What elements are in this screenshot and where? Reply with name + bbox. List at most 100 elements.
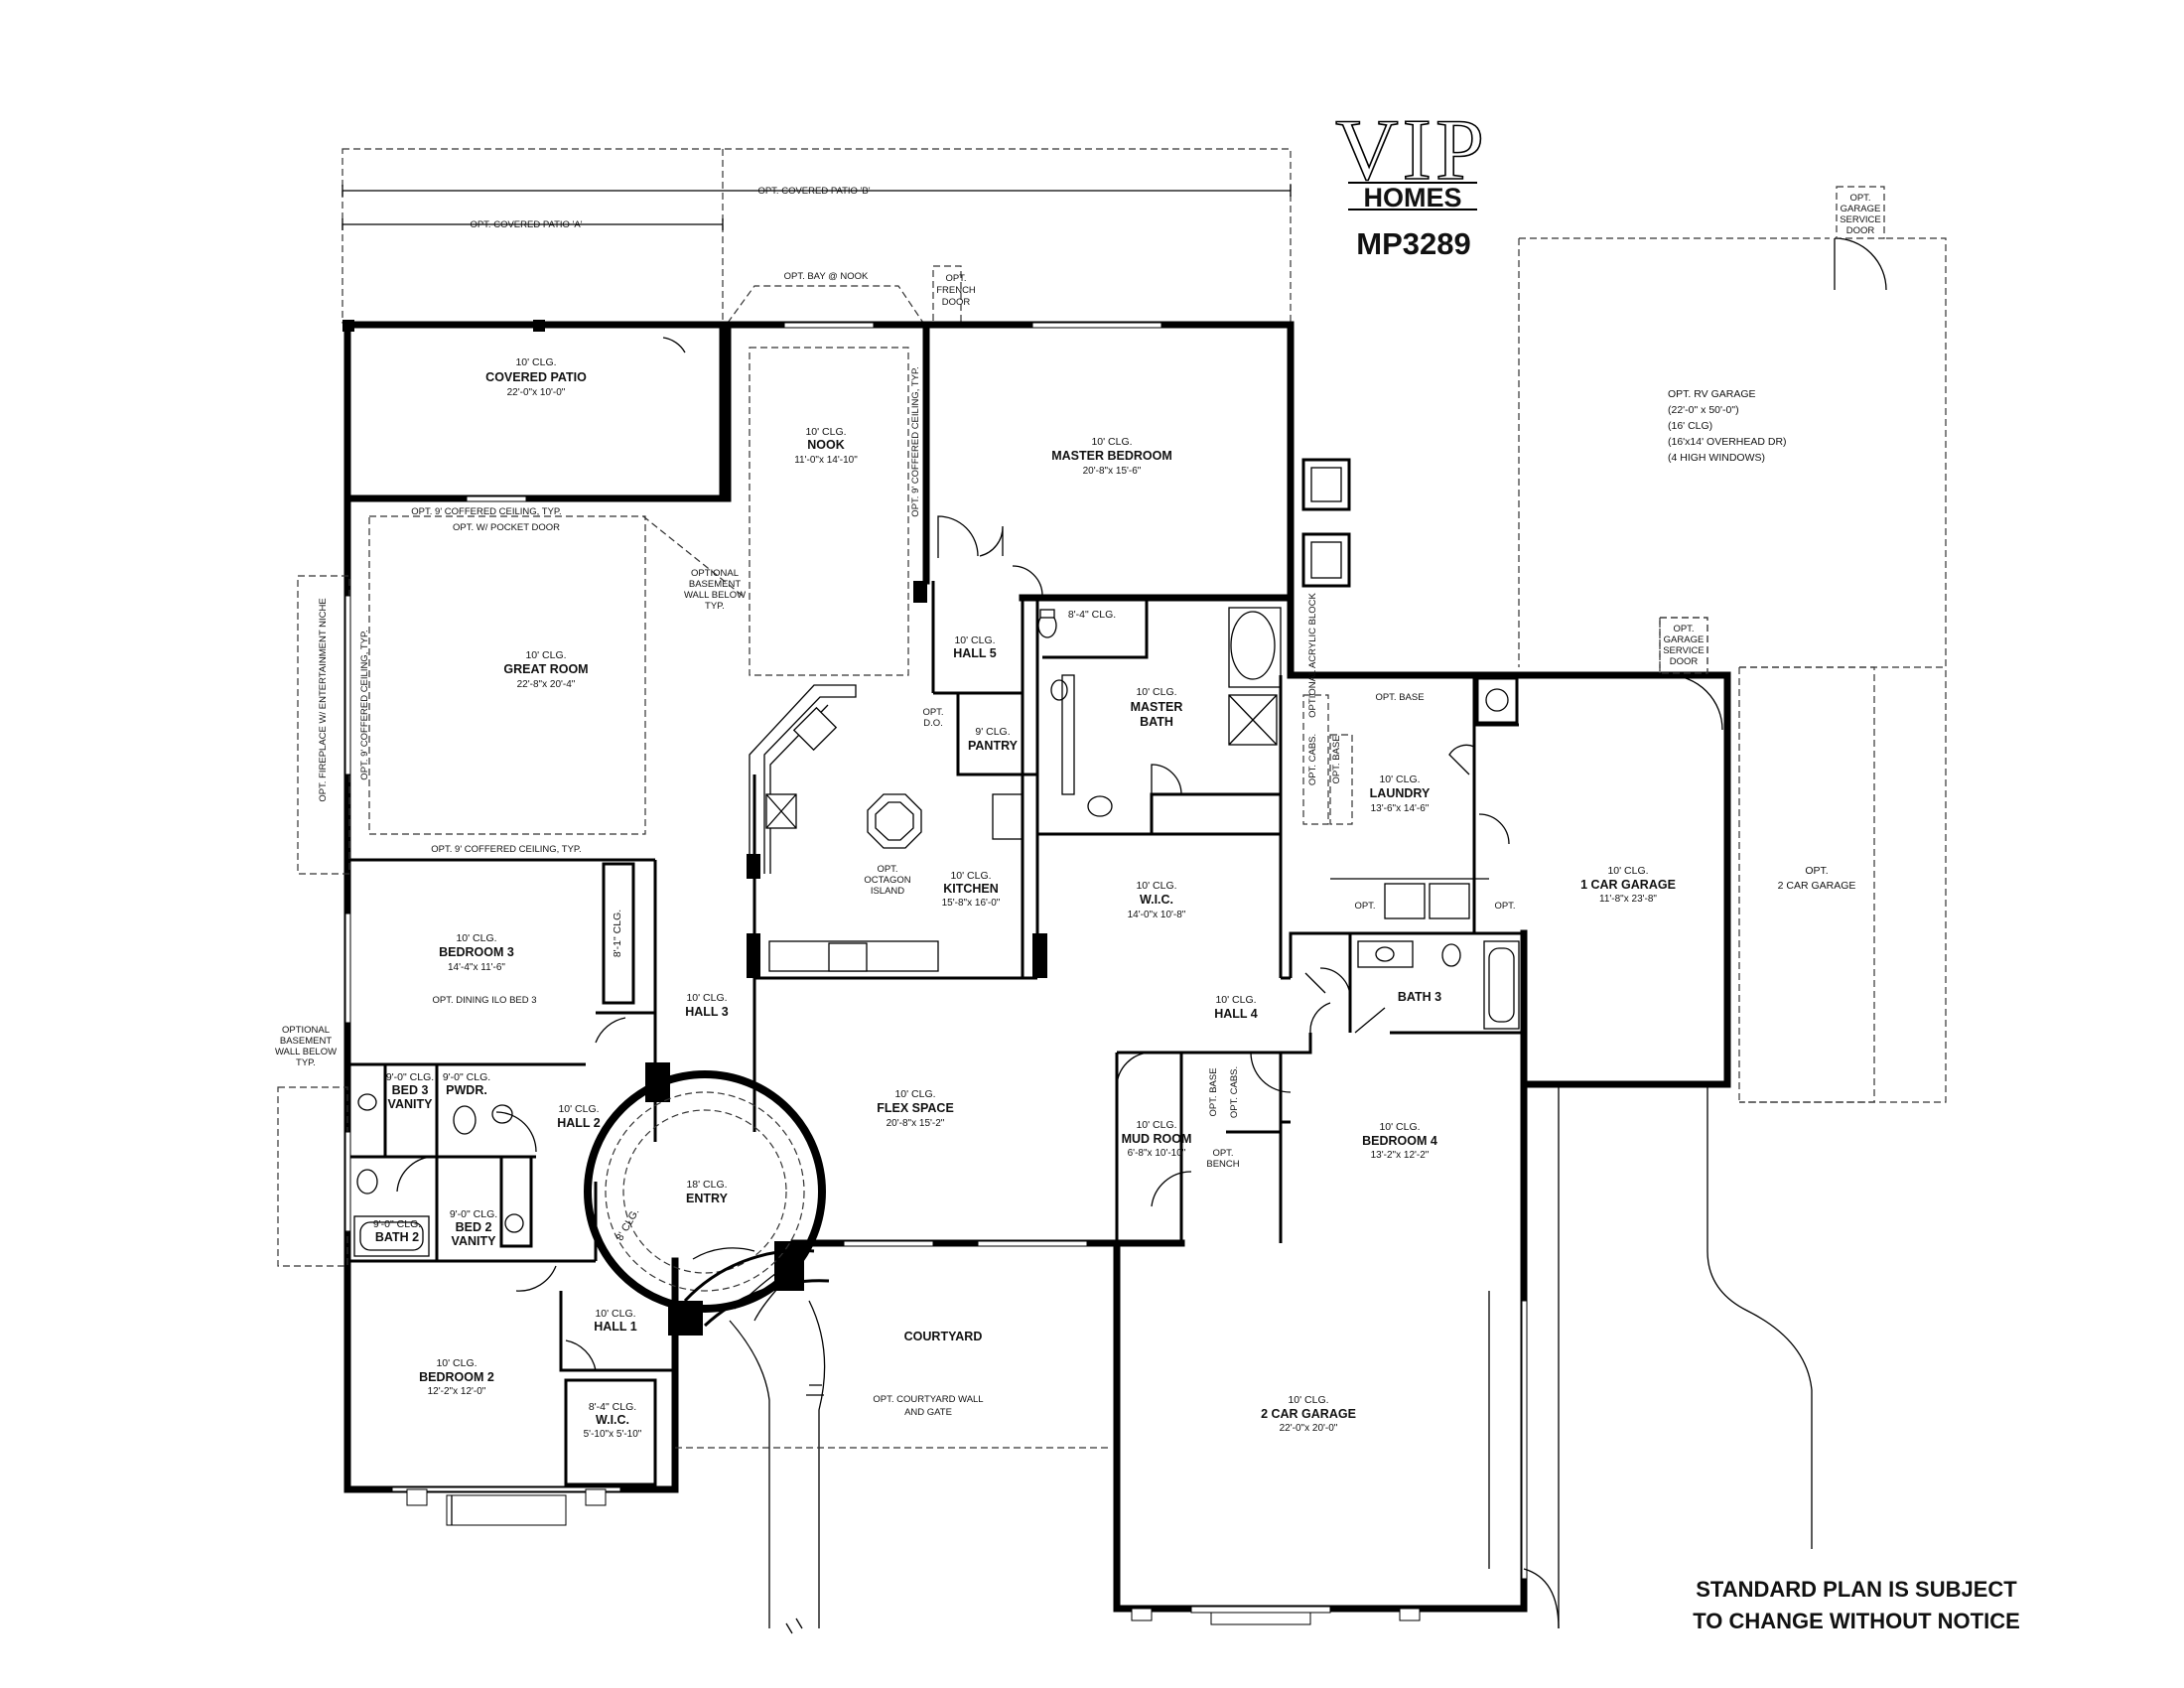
rv-garage-l2: (22'-0" x 50'-0") [1668,404,1739,416]
opt-base-2-note: OPT. BASE [1331,735,1342,783]
opt-base-note: OPT. BASE [1375,692,1424,703]
flex-space-name: FLEX SPACE [877,1101,954,1115]
garage2-name: 2 CAR GARAGE [1261,1407,1356,1421]
opt-cabs-note: OPT. CABS. [1307,734,1318,785]
rv-service-door-l2: GARAGE [1841,204,1881,214]
closet-b3-clg: 8'-1" CLG. [612,910,623,957]
hall2-clg: 10' CLG. [558,1103,599,1115]
brand-sub-text: HOMES [1363,183,1461,212]
courtyard-wall-l2: AND GATE [904,1407,952,1418]
coffered-top-note: OPT. 9' COFFERED CEILING, TYP. [411,506,561,517]
master-bedroom-clg: 10' CLG. [1091,436,1132,448]
octagon-island [867,793,922,849]
mud-bench-l1: OPT. [1212,1148,1233,1159]
bedroom2-clg: 10' CLG. [436,1357,477,1369]
opt-french-door-l3: DOOR [942,297,971,308]
room-labels: 10' CLG. COVERED PATIO 22'-0"x 10'-0" 10… [373,356,1676,1440]
flex-space-clg: 10' CLG. [894,1088,935,1100]
bed2-vanity-name2: VANITY [452,1234,497,1248]
master-bath-name: MASTER [1131,700,1183,714]
opt-french-door-l2: FRENCH [936,285,976,296]
great-room-coffer [368,515,646,835]
opt-do-l2: D.O. [923,718,943,729]
dining-ilo-bed3: OPT. DINING ILO BED 3 [432,995,536,1006]
opt-2car-l2: 2 CAR GARAGE [1778,880,1856,892]
optional-patio-outline [341,148,1292,324]
great-room-dim: 22'-8"x 20'-4" [517,679,576,690]
laundry-clg: 10' CLG. [1379,774,1420,785]
sink-icon-2 [1087,795,1113,817]
plan-number: MP3289 [1356,226,1470,261]
tub-icon [1230,611,1276,680]
opt-2-note: OPT. [1494,901,1515,912]
opt-2car-l1: OPT. [1805,865,1828,877]
covered-patio-clg: 10' CLG. [515,356,556,368]
entry-sub-clg: 8' CLG. [614,1206,641,1243]
master-bedroom-name: MASTER BEDROOM [1051,449,1172,463]
option-notes: OPT. 9' COFFERED CEILING, TYP. OPT. W/ P… [275,366,1708,1170]
bath2-name: BATH 2 [375,1230,419,1244]
great-room-name: GREAT ROOM [503,662,588,676]
nook-coffer [749,347,909,676]
mud-base-note: OPT. BASE [1208,1067,1219,1116]
wic-master-clg: 10' CLG. [1136,880,1176,892]
nook-clg: 10' CLG. [805,426,846,438]
bed2-vanity-clg: 9'-0" CLG. [450,1208,497,1220]
pwdr-name: PWDR. [446,1083,487,1097]
opt-covered-patio-a-label: OPT. COVERED PATIO 'A' [470,219,582,230]
courtyard-name: COURTYARD [904,1330,983,1343]
rv-garage-l3: (16' CLG) [1668,420,1712,432]
courtyard-wall-l1: OPT. COURTYARD WALL [873,1394,983,1405]
master-bath-clg: 10' CLG. [1136,686,1176,698]
pantry-name: PANTRY [968,739,1019,753]
mud-room-clg: 10' CLG. [1136,1119,1176,1131]
opt-french-door-l1: OPT. [945,273,966,284]
mud-room-name: MUD ROOM [1122,1132,1192,1146]
master-bath-name2: BATH [1140,715,1173,729]
great-room-clg: 10' CLG. [525,649,566,661]
hall3-clg: 10' CLG. [686,992,727,1004]
kitchen-counters [749,684,1024,972]
opt-rv-garage-outline [1518,186,1947,1103]
bed2-vanity-name: BED 2 [456,1220,492,1234]
garage1-name: 1 CAR GARAGE [1580,878,1676,892]
notice-line2: TO CHANGE WITHOUT NOTICE [1693,1609,2020,1633]
octagon-island-l3: ISLAND [871,886,904,897]
opt-bay-nook-outline [727,285,924,324]
garage2-clg: 10' CLG. [1288,1394,1328,1406]
nook-dim: 11'-0"x 14'-10" [794,455,858,466]
wic-b2-name: W.I.C. [596,1413,629,1427]
hall4-name: HALL 4 [1214,1007,1258,1021]
master-bedroom-dim: 20'-8"x 15'-6" [1083,466,1142,477]
opt-covered-patio-b-label: OPT. COVERED PATIO 'B' [757,186,870,197]
acrylic-block-note: OPTIONAL ACRYLIC BLOCK [1307,593,1318,718]
opt-1-note: OPT. [1354,901,1375,912]
hall5-clg: 10' CLG. [954,634,995,646]
kitchen-clg: 10' CLG. [950,870,991,882]
garage1-clg: 10' CLG. [1607,865,1648,877]
basement1-l3: WALL BELOW [684,590,746,601]
kitchen-name: KITCHEN [943,882,999,896]
wic-master-dim: 14'-0"x 10'-8" [1128,910,1186,920]
garage-service-l4: DOOR [1670,656,1699,667]
flex-space-dim: 20'-8"x 15'-2" [887,1118,945,1129]
fireplace-note: OPT. FIREPLACE W/ ENTERTAINMENT NICHE [318,598,329,801]
basement2-l4: TYP. [296,1057,316,1068]
bed3-vanity-clg: 9'-0" CLG. [386,1071,434,1083]
basement2-l2: BASEMENT [280,1036,332,1047]
rv-service-door-l1: OPT. [1849,193,1870,204]
hall3-name: HALL 3 [685,1005,729,1019]
bed3-vanity-name: BED 3 [392,1083,429,1097]
basement2-l3: WALL BELOW [275,1047,337,1057]
covered-patio-name: COVERED PATIO [485,370,587,384]
bedroom4-clg: 10' CLG. [1379,1121,1420,1133]
basement2-l1: OPTIONAL [282,1025,330,1036]
garage-service-l3: SERVICE [1663,645,1705,656]
garage-service-l1: OPT. [1673,624,1694,634]
nook-name: NOOK [807,438,845,452]
bedroom3-name: BEDROOM 3 [439,945,514,959]
coffered-bottom-note: OPT. 9' COFFERED CEILING, TYP. [431,844,581,855]
pantry-clg: 9' CLG. [975,726,1010,738]
bedroom3-clg: 10' CLG. [456,932,496,944]
